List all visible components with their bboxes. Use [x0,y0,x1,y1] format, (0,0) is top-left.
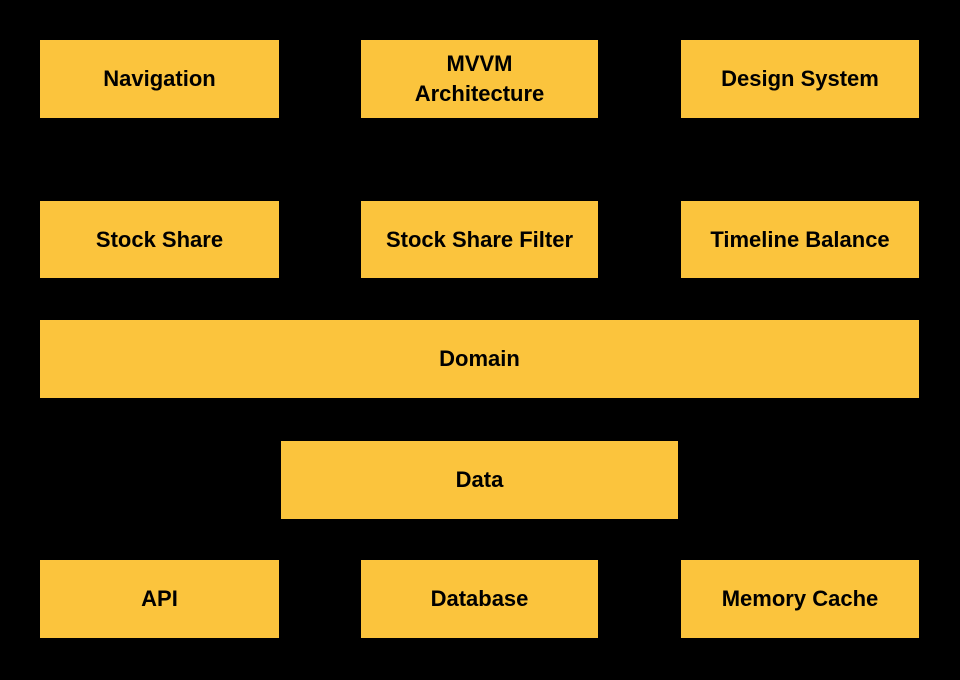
box-mvvm-architecture: MVVM Architecture [361,40,598,118]
box-domain: Domain [40,320,919,398]
box-database: Database [361,560,598,638]
box-stock-share: Stock Share [40,201,279,278]
box-data: Data [281,441,678,519]
box-memory-cache: Memory Cache [681,560,919,638]
box-api: API [40,560,279,638]
box-design-system: Design System [681,40,919,118]
box-timeline-balance: Timeline Balance [681,201,919,278]
box-navigation: Navigation [40,40,279,118]
box-stock-share-filter: Stock Share Filter [361,201,598,278]
